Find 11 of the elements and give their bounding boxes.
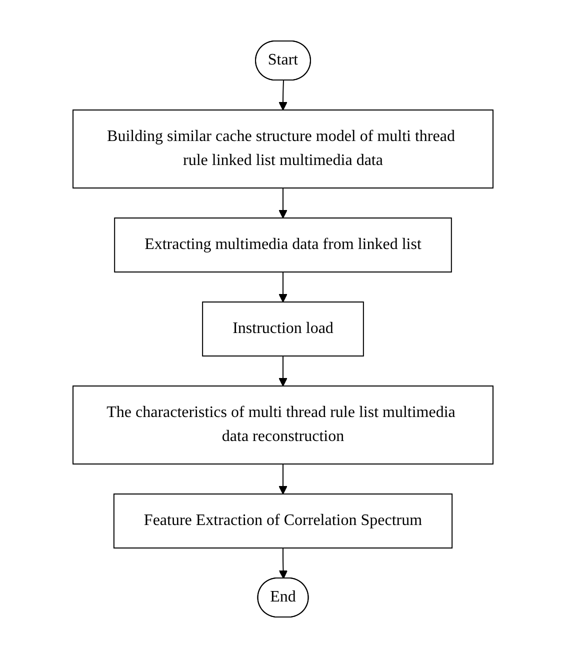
node-box: Building similar cache structure model of multi thread rule linked list multimedia data	[72, 110, 494, 188]
node-box: Instruction load	[202, 302, 364, 356]
arrow	[278, 272, 288, 302]
node-box: Extracting multimedia data from linked list	[114, 218, 452, 272]
arrow	[278, 80, 288, 110]
node-box: The characteristics of multi thread rule list multimedia data reconstruction	[72, 386, 494, 464]
node-box: Feature Extraction of Correlation Spectrum	[113, 494, 453, 548]
arrow	[278, 464, 288, 494]
arrow	[278, 188, 288, 218]
arrow	[278, 548, 288, 579]
arrow	[278, 356, 288, 386]
